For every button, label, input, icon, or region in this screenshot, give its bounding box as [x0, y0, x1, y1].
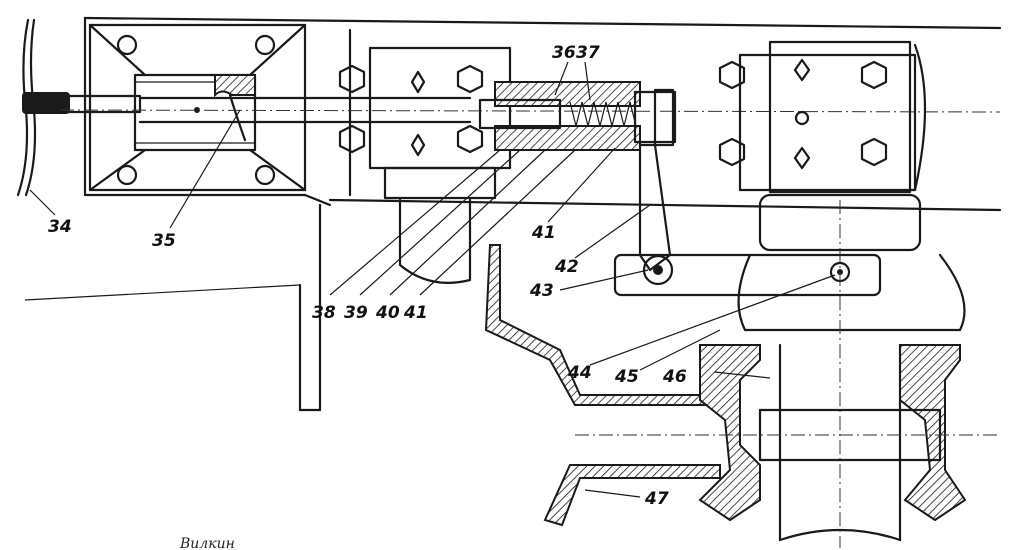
callout-47: 47: [644, 489, 669, 509]
callout-42: 42: [554, 257, 579, 277]
callout-43: 43: [529, 281, 554, 301]
callout-36: 36: [552, 43, 576, 63]
handwheel-34: [16, 18, 142, 197]
left-bracket: [88, 23, 307, 192]
callout-34: 34: [48, 217, 72, 237]
callout-38: 38: [312, 303, 336, 323]
callout-44: 44: [567, 363, 592, 383]
callout-labels: 34 35 36 37 38 39 40 41 41 42 43 44 45 4…: [48, 43, 687, 550]
housing-frame: [24, 16, 1002, 412]
right-upper-block: [718, 40, 966, 332]
callout-41-lower: 41: [403, 303, 428, 323]
callout-46: 46: [662, 367, 687, 387]
callout-39: 39: [344, 303, 368, 323]
callout-35: 35: [152, 231, 176, 251]
handwritten-caption: Вилкин: [179, 536, 235, 550]
callout-40: 40: [375, 303, 400, 323]
main-shaft: [59, 96, 1001, 124]
spring-assembly: [478, 81, 677, 151]
callout-41-upper: 41: [531, 223, 556, 243]
vertical-shaft: [575, 200, 1000, 548]
callout-45: 45: [614, 367, 639, 387]
lower-casing: [484, 244, 967, 527]
leader-lines: [29, 61, 836, 498]
callout-37: 37: [576, 43, 600, 63]
bearing-block-35: [133, 73, 257, 152]
middle-housing: [338, 46, 512, 284]
